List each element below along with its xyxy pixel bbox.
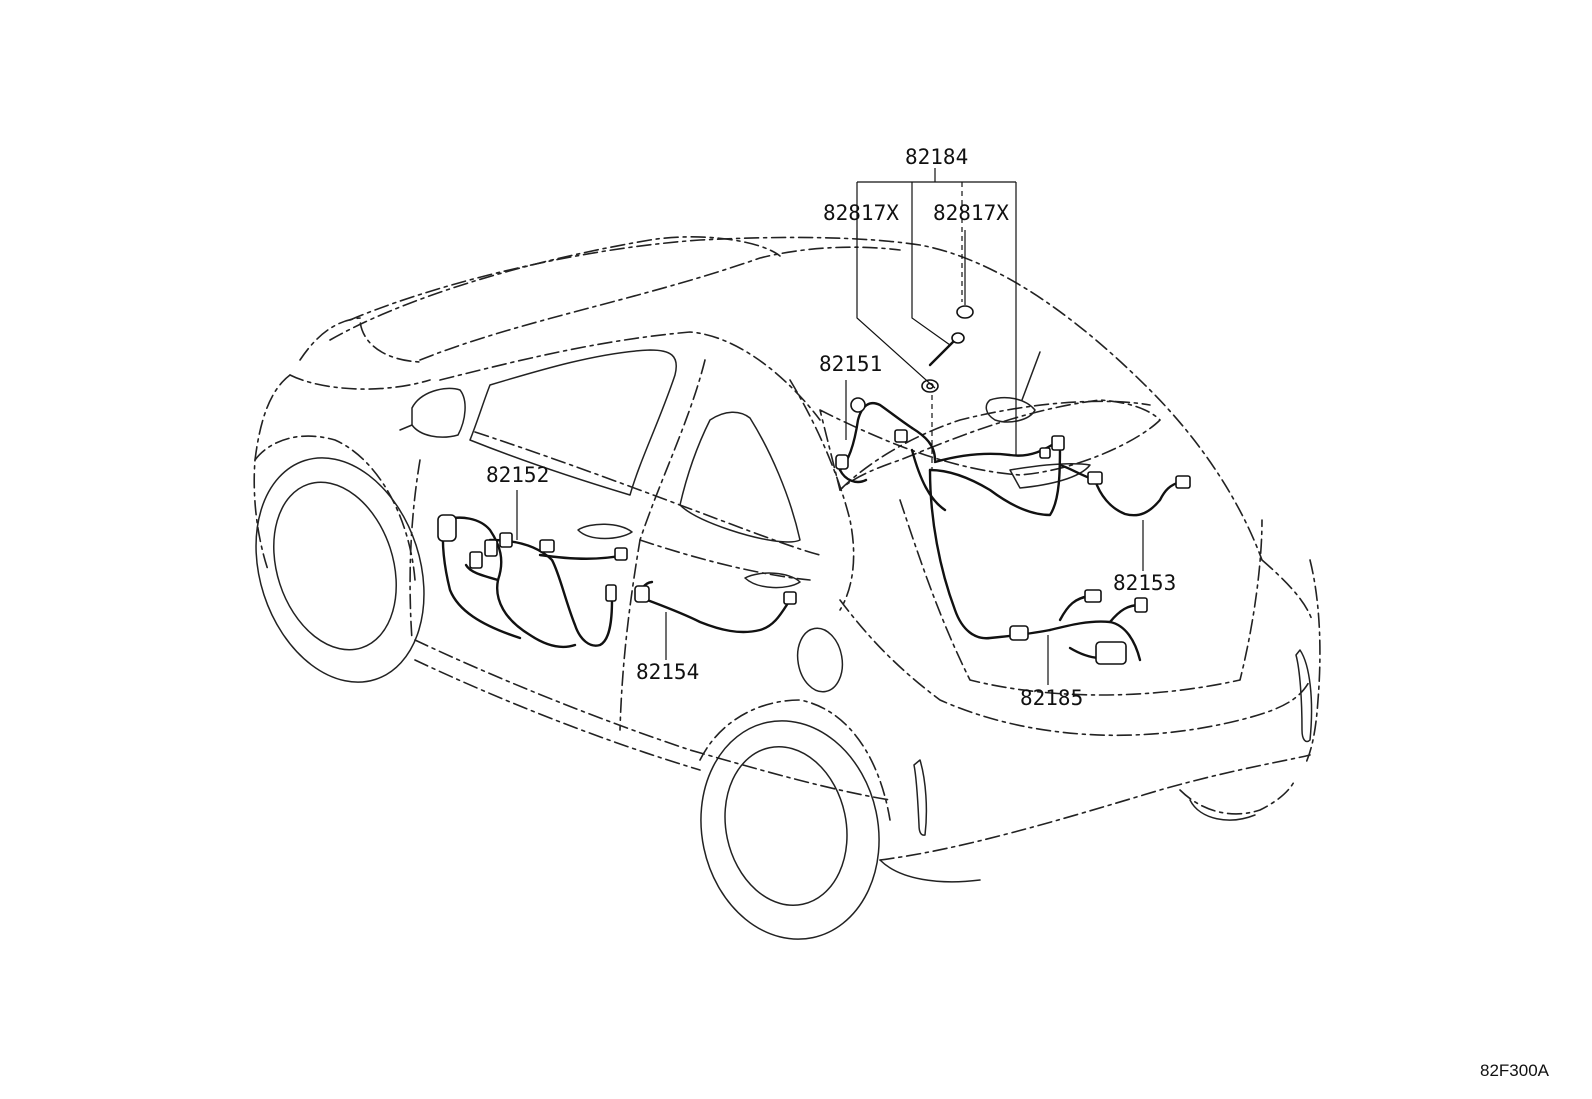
rear-door-handle	[744, 572, 801, 589]
license-plate-area	[1009, 463, 1091, 489]
fuel-lid	[796, 627, 844, 693]
label-82152: 82152	[486, 463, 549, 487]
grommet-upper	[956, 305, 974, 319]
harness-82185-liftgate	[910, 435, 1148, 665]
label-82185: 82185	[1020, 686, 1083, 710]
clamp-82817x-group	[921, 305, 974, 393]
leader-lines	[516, 168, 1144, 685]
label-82184: 82184	[905, 145, 968, 169]
vehicle-solid-details	[255, 349, 1313, 940]
rear-bumper-line	[879, 859, 981, 883]
label-82154: 82154	[636, 660, 699, 684]
rear-lamp-right	[1295, 649, 1313, 743]
side-mirror	[399, 387, 466, 438]
figure-code: 82F300A	[1480, 1061, 1550, 1080]
harness-82154-rear-door	[634, 580, 797, 634]
roof-antenna	[985, 351, 1041, 423]
front-wheel	[255, 457, 425, 683]
rear-reflector-left	[913, 759, 928, 836]
harness-82152-front-door	[437, 514, 628, 649]
harness-82151-roof	[835, 397, 937, 484]
vehicle-body-outline	[253, 236, 1321, 861]
front-door-handle	[577, 523, 633, 540]
label-82151: 82151	[819, 352, 882, 376]
front-side-window	[469, 349, 677, 496]
rear-wheel	[700, 720, 880, 940]
rear-side-window	[679, 411, 801, 543]
harness-82153-right	[1058, 463, 1191, 517]
label-82817x-right: 82817X	[933, 201, 1009, 225]
far-rear-wheel	[1189, 799, 1256, 821]
label-82817x-left: 82817X	[823, 201, 899, 225]
label-82153: 82153	[1113, 571, 1176, 595]
